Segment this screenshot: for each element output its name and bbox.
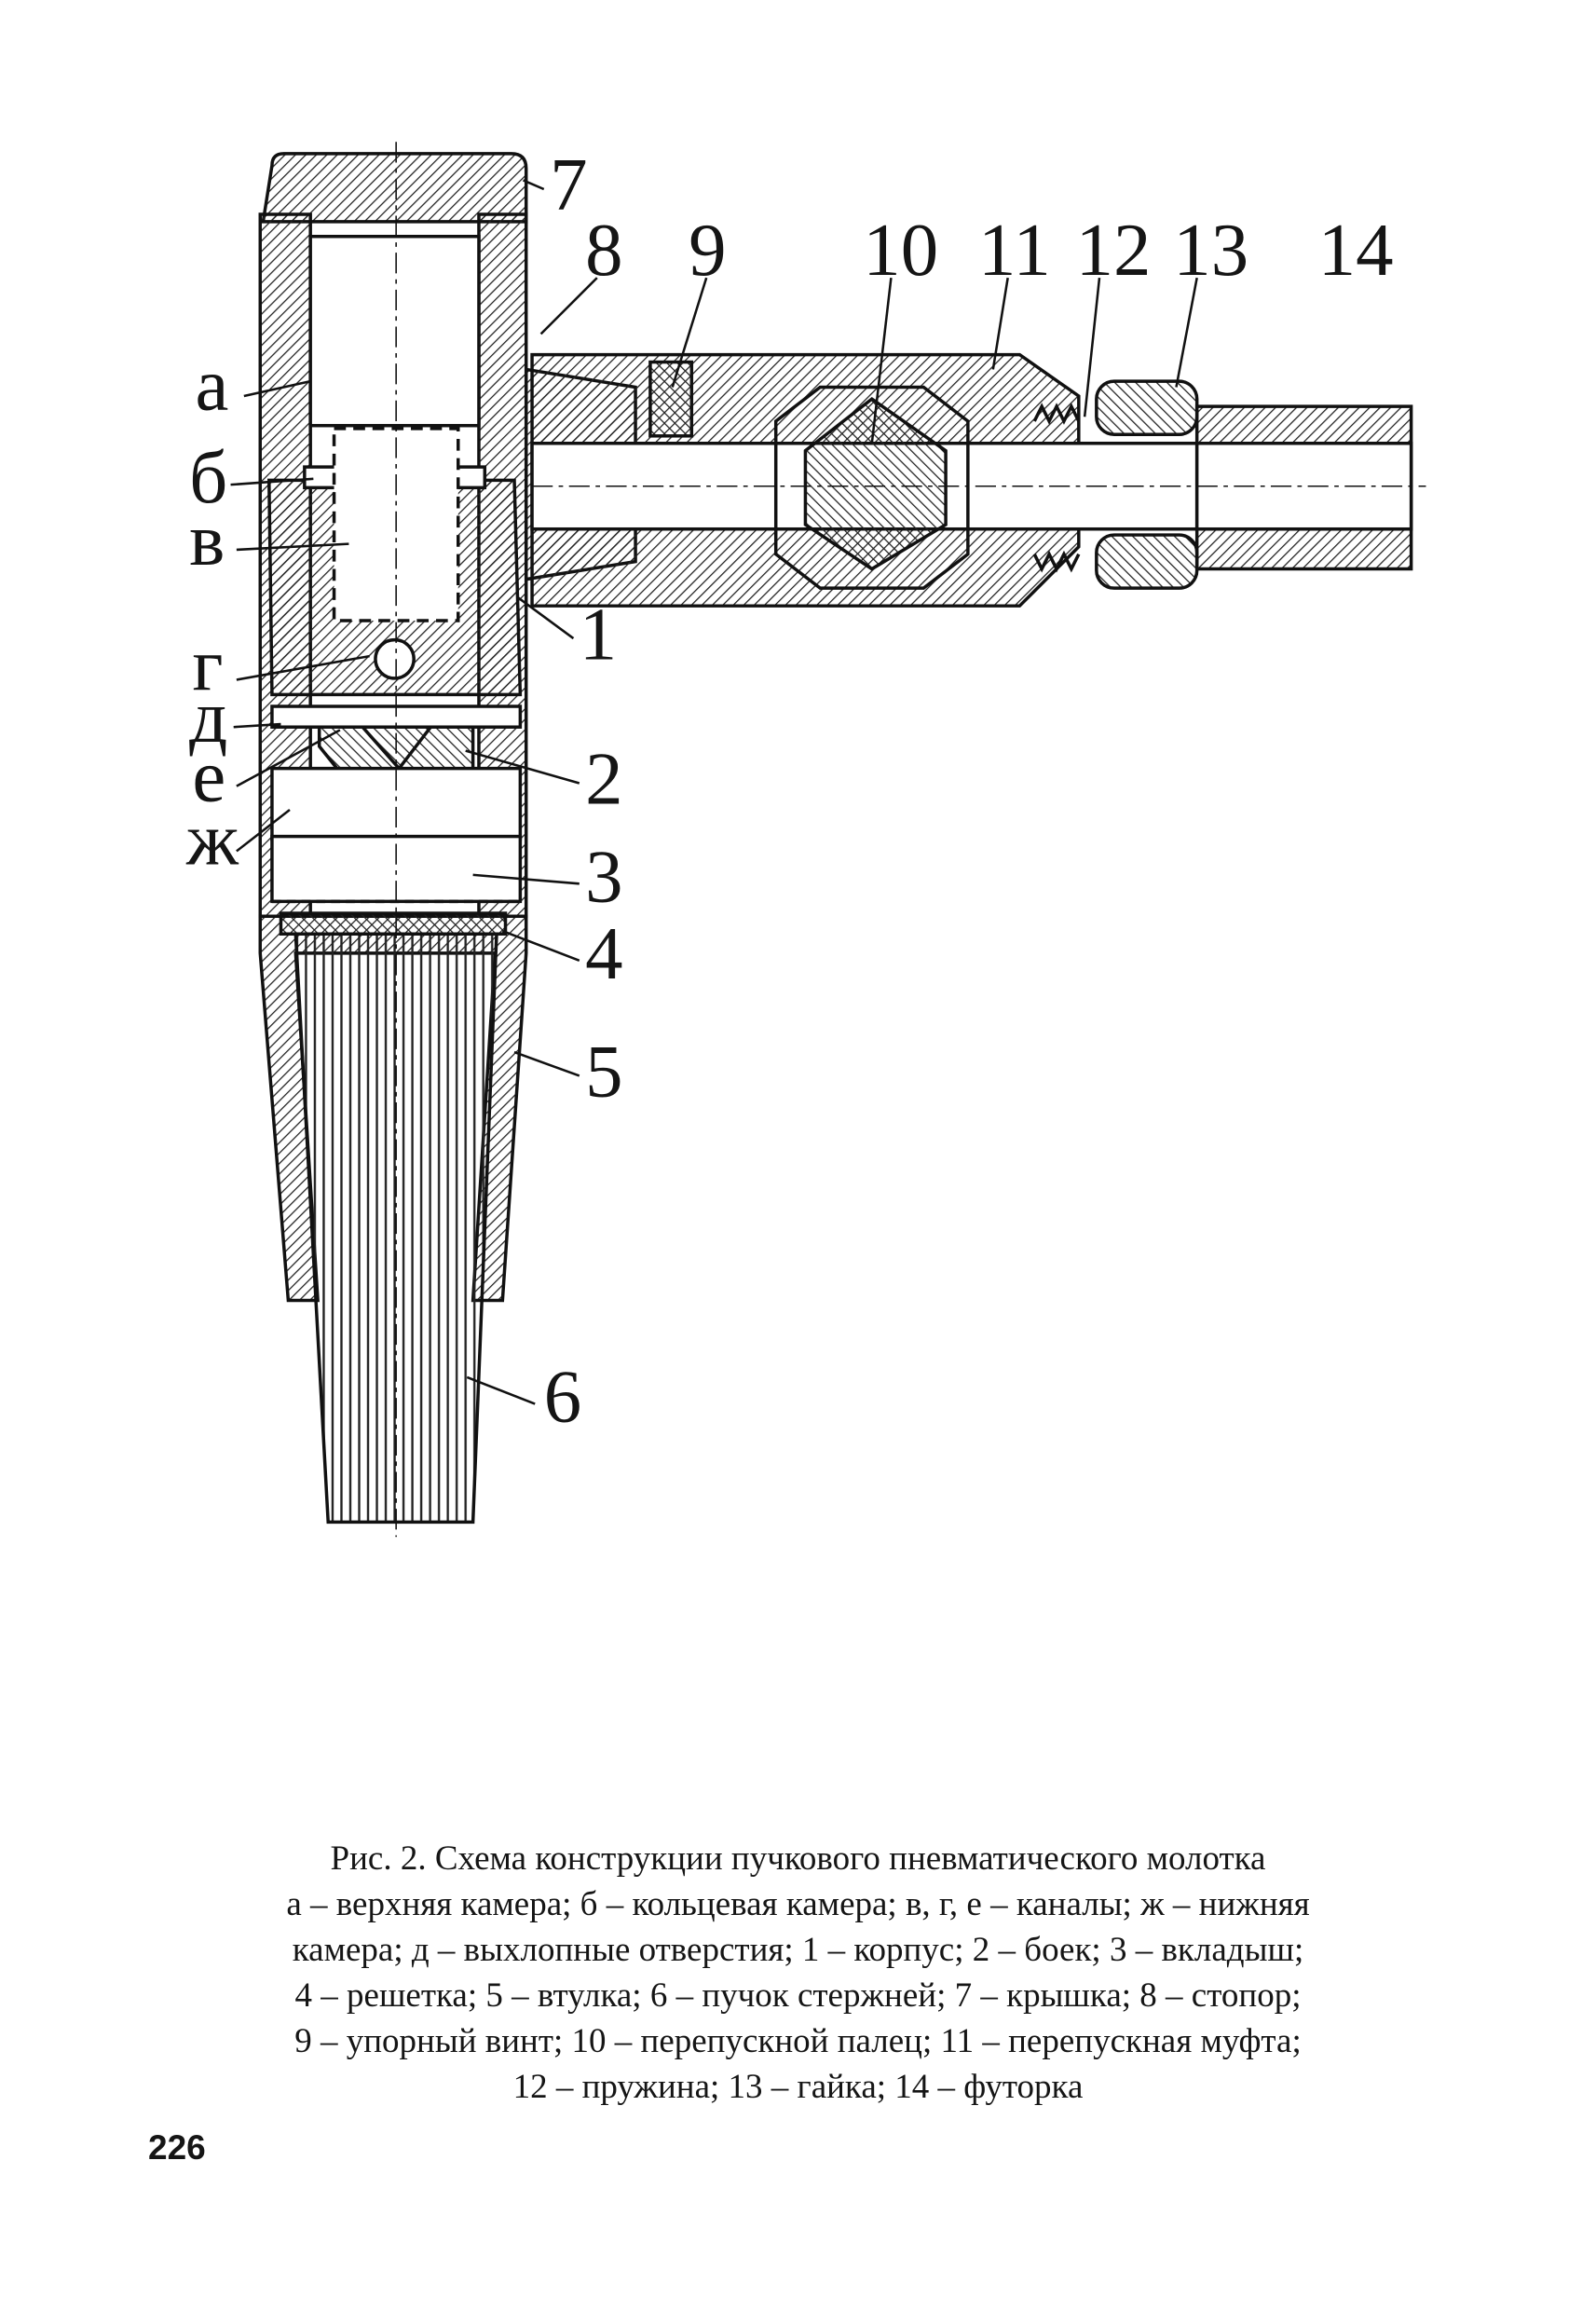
nut-lower: [1095, 533, 1199, 590]
callout-3: 3: [585, 835, 622, 918]
pneumatic-hammer-diagram: а б в г д е ж 1 2 3 4 5 6 7 8 9 10 11 12…: [185, 142, 1426, 1538]
caption-title: Рис. 2. Схема конструкции пучкового пнев…: [330, 1839, 1266, 1878]
callout-1: 1: [580, 593, 617, 676]
cap-part: [261, 152, 528, 224]
hammer-body: [258, 142, 1426, 1538]
callout-4: 4: [585, 912, 622, 995]
callout-d: д: [189, 676, 227, 759]
callout-9: 9: [689, 209, 726, 292]
callout-v: в: [189, 499, 225, 581]
callout-zh: ж: [185, 799, 239, 882]
callout-2: 2: [585, 738, 622, 821]
figure-caption: Рис. 2. Схема конструкции пучкового пнев…: [0, 1836, 1596, 2110]
nut-upper: [1095, 379, 1199, 436]
caption-line: 4 – решетка; 5 – втулка; 6 – пучок стерж…: [294, 1976, 1302, 2015]
page-number: 226: [148, 2128, 206, 2167]
callout-12: 12: [1076, 209, 1152, 292]
bypass-pin: [803, 397, 948, 571]
caption-line: 12 – пружина; 13 – гайка; 14 – футорка: [512, 2068, 1084, 2106]
caption-line: 9 – упорный винт; 10 – перепускной палец…: [294, 2022, 1302, 2060]
callout-labels: а б в г д е ж 1 2 3 4 5 6 7 8 9 10 11 12…: [185, 144, 1394, 1438]
callout-13: 13: [1173, 209, 1248, 292]
channel-g-hole: [374, 637, 416, 680]
caption-line: камера; д – выхлопные отверстия; 1 – кор…: [292, 1931, 1304, 1969]
callout-5: 5: [585, 1031, 622, 1114]
callout-7: 7: [550, 144, 587, 226]
callout-6: 6: [544, 1356, 581, 1439]
upper-chamber: [308, 234, 481, 428]
leader-lines: [230, 179, 1198, 1405]
grid: [279, 911, 508, 936]
caption-line: а – верхняя камера; б – кольцевая камера…: [286, 1885, 1310, 1923]
callout-b: б: [189, 436, 227, 519]
stop-screw: [648, 360, 694, 438]
callout-e: е: [192, 735, 225, 818]
callout-14: 14: [1318, 209, 1394, 292]
callout-g: г: [192, 624, 223, 707]
callout-10: 10: [863, 209, 938, 292]
callout-a: а: [195, 343, 228, 426]
callout-11: 11: [978, 209, 1051, 292]
spring: [1032, 403, 1081, 573]
callout-8: 8: [585, 209, 622, 292]
